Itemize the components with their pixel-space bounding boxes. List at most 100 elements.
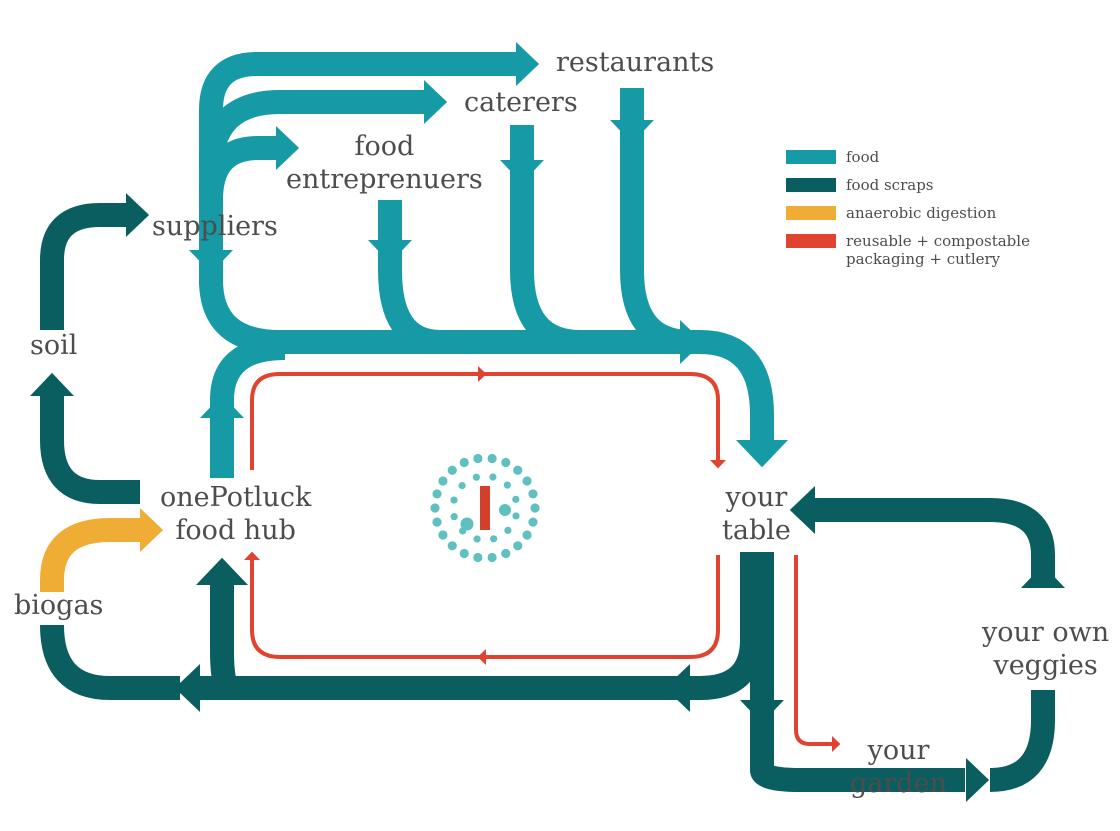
- food-flow-suppliers-to-caterers: [199, 90, 428, 171]
- node-restaurants: restaurants: [556, 47, 715, 78]
- food-flow-main-to-table: [199, 279, 774, 440]
- scraps-flow-table-to-hub: [210, 552, 764, 700]
- logo-dot-mid-6: [450, 496, 458, 504]
- food-flow-restaurants-down: [620, 88, 691, 354]
- logo-dot-mid-1: [504, 526, 512, 534]
- logo-dot-outer-6: [473, 552, 483, 563]
- node-hub-line2: food hub: [175, 515, 296, 546]
- arrowhead-to-caterers: [424, 80, 448, 124]
- logo-dot-mid-5: [450, 513, 458, 521]
- arrowhead-pack-to-garden: [832, 736, 841, 752]
- legend-label-packaging: reusable + compostable packaging + cutle…: [846, 232, 1030, 268]
- node-onepotluck-hub: onePotluck food hub: [160, 481, 311, 547]
- node-your-own-veggies-line1: your own: [982, 617, 1110, 648]
- logo-dot-mid-7: [458, 482, 466, 490]
- arrowhead-caterers-down: [500, 160, 544, 184]
- node-food-entrepreneurs-line1: food: [354, 131, 415, 162]
- scraps-flow-hub-to-soil: [40, 395, 140, 504]
- logo-dot-outer-7: [459, 548, 469, 559]
- logo-dot-outer-20: [522, 476, 532, 486]
- packaging-flow-top: [250, 372, 720, 470]
- logo-dot-outer-10: [432, 517, 442, 527]
- arrowhead-bottom-left-2: [174, 664, 200, 712]
- logo-bar: [480, 486, 490, 530]
- logo-dot-outer-9: [438, 530, 448, 540]
- arrowhead-hub-up: [200, 394, 244, 418]
- biogas-flow-to-hub: [40, 518, 140, 592]
- arrowhead-bottom-left-1: [664, 664, 690, 712]
- node-food-entrepreneurs: food entreprenuers: [286, 130, 483, 196]
- arrowhead-suppliers-down: [189, 250, 233, 274]
- logo-dot-mid-10: [503, 481, 511, 489]
- node-suppliers: suppliers: [152, 211, 278, 242]
- logo-dot-outer-2: [522, 530, 532, 540]
- legend-swatch-anaerobic: [786, 206, 836, 220]
- arrowhead-restaurants-down: [610, 120, 654, 144]
- logo-dot-outer-21: [528, 489, 538, 499]
- node-caterers: caterers: [464, 87, 578, 118]
- logo-dot-outer-12: [432, 489, 442, 499]
- logo-dot-outer-15: [459, 457, 469, 468]
- logo-dot-outer-8: [447, 541, 457, 551]
- arrowhead-pack-left-up: [244, 551, 260, 560]
- logo-dot-mid-0: [512, 512, 520, 520]
- food-flow-caterers-down: [510, 125, 581, 354]
- legend-label-packaging-line2: packaging + cutlery: [846, 250, 1001, 268]
- legend-label-food: food: [846, 148, 880, 166]
- logo-dot-outer-14: [447, 465, 457, 475]
- logo-dot-outer-17: [487, 453, 497, 464]
- arrowhead-to-garden-right: [966, 758, 990, 802]
- logo-dot-mid-9: [489, 473, 497, 481]
- node-your-own-veggies: your own veggies: [982, 616, 1109, 682]
- node-your-table: your table: [722, 481, 791, 547]
- logo-dot-outer-5: [487, 552, 497, 563]
- logo-dot-outer-16: [473, 453, 483, 464]
- legend-item-food: food: [786, 148, 1086, 166]
- node-your-table-line1: your: [725, 482, 788, 513]
- node-your-table-line2: table: [722, 515, 791, 546]
- arrowhead-main-right: [680, 320, 704, 364]
- logo-dot-outer-1: [528, 517, 538, 527]
- logo-dot-inner-left: [460, 517, 474, 531]
- node-food-entrepreneurs-line2: entreprenuers: [286, 164, 483, 195]
- node-your-garden-line2: garden: [850, 768, 947, 799]
- logo-dot-mid-3: [473, 535, 481, 543]
- logo-dot-inner-right: [499, 504, 511, 516]
- logo-dot-outer-3: [513, 541, 523, 551]
- logo-dot-mid-11: [512, 495, 520, 503]
- logo-dot-outer-11: [430, 503, 440, 513]
- arrowhead-pack-bottom: [477, 649, 486, 665]
- arrowhead-veggies-up: [1021, 564, 1065, 588]
- logo-dot-mid-8: [472, 473, 480, 481]
- scraps-flow-biogas-loop: [40, 624, 180, 700]
- arrowhead-to-table-left: [789, 486, 815, 534]
- food-flow-suppliers-to-entrepreneurs: [199, 136, 278, 201]
- scraps-flow-veggies-to-table: [815, 498, 1055, 580]
- arrowhead-entrepreneurs-down: [368, 240, 412, 264]
- node-your-garden: your garden: [850, 734, 947, 800]
- legend-item-food-scraps: food scraps: [786, 176, 1086, 194]
- legend-item-anaerobic: anaerobic digestion: [786, 204, 1086, 222]
- legend-label-anaerobic: anaerobic digestion: [846, 204, 997, 222]
- packaging-flow-table-to-garden: [794, 555, 832, 746]
- node-biogas: biogas: [14, 590, 104, 621]
- food-flow-entrepreneurs-down: [378, 200, 441, 354]
- logo-dot-outer-0: [530, 503, 540, 513]
- arrowhead-to-hub-from-bottom: [196, 557, 248, 585]
- legend-label-packaging-line1: reusable + compostable: [846, 232, 1030, 250]
- arrowhead-biogas-to-hub: [140, 508, 164, 552]
- logo-dot-outer-4: [501, 548, 511, 559]
- legend-label-food-scraps: food scraps: [846, 176, 934, 194]
- legend-swatch-packaging: [786, 234, 836, 248]
- legend-swatch-food-scraps: [786, 178, 836, 192]
- node-your-garden-line1: your: [867, 735, 930, 766]
- logo-dot-mid-2: [490, 535, 498, 543]
- arrowhead-to-entrepreneurs: [276, 126, 300, 170]
- onepotluck-logo: [430, 453, 540, 563]
- logo-dot-outer-13: [438, 476, 448, 486]
- scraps-flow-garden-to-veggies: [989, 690, 1055, 792]
- logo-dot-outer-19: [513, 465, 523, 475]
- scraps-flow-table-to-garden: [750, 552, 965, 792]
